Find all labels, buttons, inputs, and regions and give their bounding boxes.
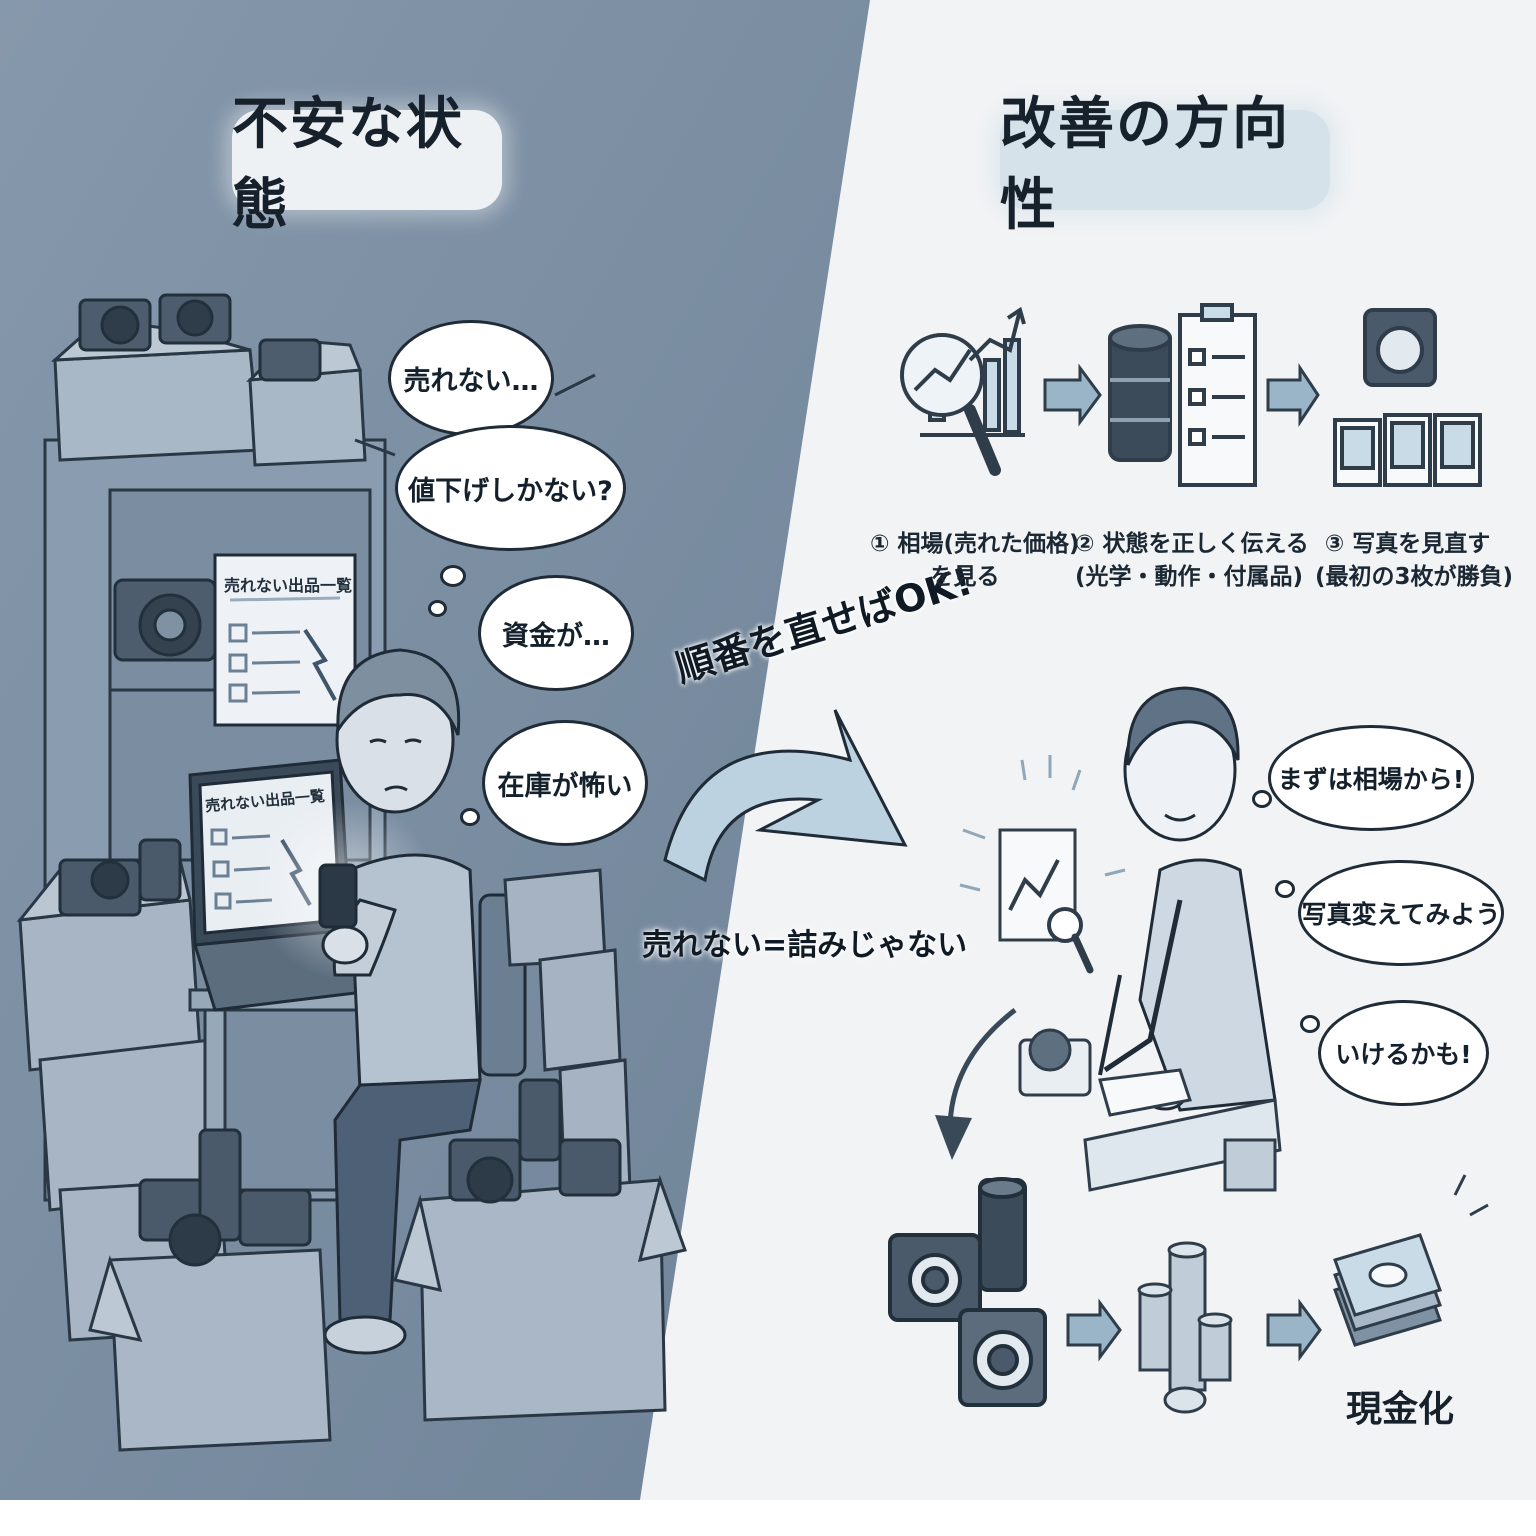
sparkle-lines bbox=[959, 755, 1126, 892]
cameras-lens-icon bbox=[888, 1177, 1047, 1407]
flow-arrow-1 bbox=[1066, 1298, 1122, 1362]
thought-bubble-3: 資金が… bbox=[478, 575, 634, 691]
coins-icon bbox=[1137, 1241, 1233, 1414]
thought-text-3: 資金が… bbox=[502, 620, 610, 652]
curved-down-arrowhead bbox=[935, 1115, 972, 1160]
step-3-line-2: (最初の3枚が勝負) bbox=[1315, 564, 1514, 591]
right-thought-text-1: まずは相場から! bbox=[1277, 765, 1465, 794]
cash-stack-icon bbox=[1333, 1174, 1489, 1347]
step-arrow-2 bbox=[1266, 363, 1320, 427]
shelf-camera bbox=[113, 578, 217, 662]
front-boxes bbox=[88, 1174, 687, 1452]
thought-dot bbox=[428, 600, 447, 617]
step-arrow-1 bbox=[1043, 363, 1102, 427]
transition-arrow bbox=[663, 709, 908, 883]
work-desk bbox=[1018, 1028, 1282, 1192]
chart-card bbox=[998, 828, 1094, 974]
right-thought-text-2: 写真変えてみよう bbox=[1301, 900, 1501, 929]
magnifier-chart-icon bbox=[900, 306, 1026, 476]
thought-text-1: 売れない… bbox=[403, 365, 539, 397]
right-thought-bubble-1: まずは相場から! bbox=[1268, 725, 1474, 831]
lens-checklist-icon bbox=[1108, 303, 1257, 487]
camera-photos-icon bbox=[1333, 308, 1482, 487]
bottom-strip bbox=[0, 1500, 1536, 1536]
thought-dot bbox=[1252, 790, 1272, 808]
right-thought-bubble-2: 写真変えてみよう bbox=[1298, 860, 1504, 966]
step-1-line-2: を見る bbox=[930, 564, 1000, 591]
thought-dot bbox=[440, 565, 466, 587]
step-3-line-1: ③ 写真を見直す bbox=[1324, 531, 1491, 557]
worried-person bbox=[318, 648, 527, 1355]
thought-text-2: 値下げしかない? bbox=[408, 475, 613, 507]
left-box-cameras bbox=[58, 838, 182, 917]
thought-bubble-4: 在庫が怖い bbox=[482, 720, 648, 846]
step-label-2: ② 状態を正しく伝える (光学・動作・付属品) bbox=[1075, 528, 1309, 595]
right-thought-bubble-3: いけるかも! bbox=[1318, 1000, 1489, 1106]
flow-arrow-2 bbox=[1266, 1298, 1322, 1362]
front-box-cameras bbox=[138, 1078, 622, 1267]
thought-bubble-1: 売れない… bbox=[388, 320, 554, 436]
thought-dot bbox=[1300, 1015, 1320, 1033]
distress-lines bbox=[354, 373, 596, 457]
right-thought-text-3: いけるかも! bbox=[1335, 1040, 1472, 1069]
thought-dot bbox=[1275, 880, 1295, 898]
thought-dot bbox=[460, 808, 480, 826]
popup-list-lines bbox=[228, 623, 337, 703]
list-popup-title: 売れない出品一覧 bbox=[224, 576, 353, 595]
curved-down-arrow bbox=[947, 1008, 1017, 1131]
cash-out-label: 現金化 bbox=[1346, 1389, 1455, 1430]
right-panel-title: 改善の方向性 bbox=[1000, 92, 1330, 238]
mid-caption: 売れない=詰みじゃない bbox=[642, 928, 968, 963]
step-1-line-1: ① 相場(売れた価格) bbox=[870, 531, 1080, 557]
step-label-3: ③ 写真を見直す (最初の3枚が勝負) bbox=[1315, 528, 1514, 595]
calm-person bbox=[1098, 686, 1277, 1112]
step-label-1: ① 相場(売れた価格) を見る bbox=[870, 528, 1080, 595]
step-2-line-1: ② 状態を正しく伝える bbox=[1075, 531, 1309, 557]
top-cameras bbox=[78, 293, 322, 382]
left-panel-title: 不安な状態 bbox=[232, 92, 502, 238]
thought-bubble-2: 値下げしかない? bbox=[395, 425, 626, 551]
thought-text-4: 在庫が怖い bbox=[497, 770, 633, 802]
step-2-line-2: (光学・動作・付属品) bbox=[1075, 564, 1304, 591]
